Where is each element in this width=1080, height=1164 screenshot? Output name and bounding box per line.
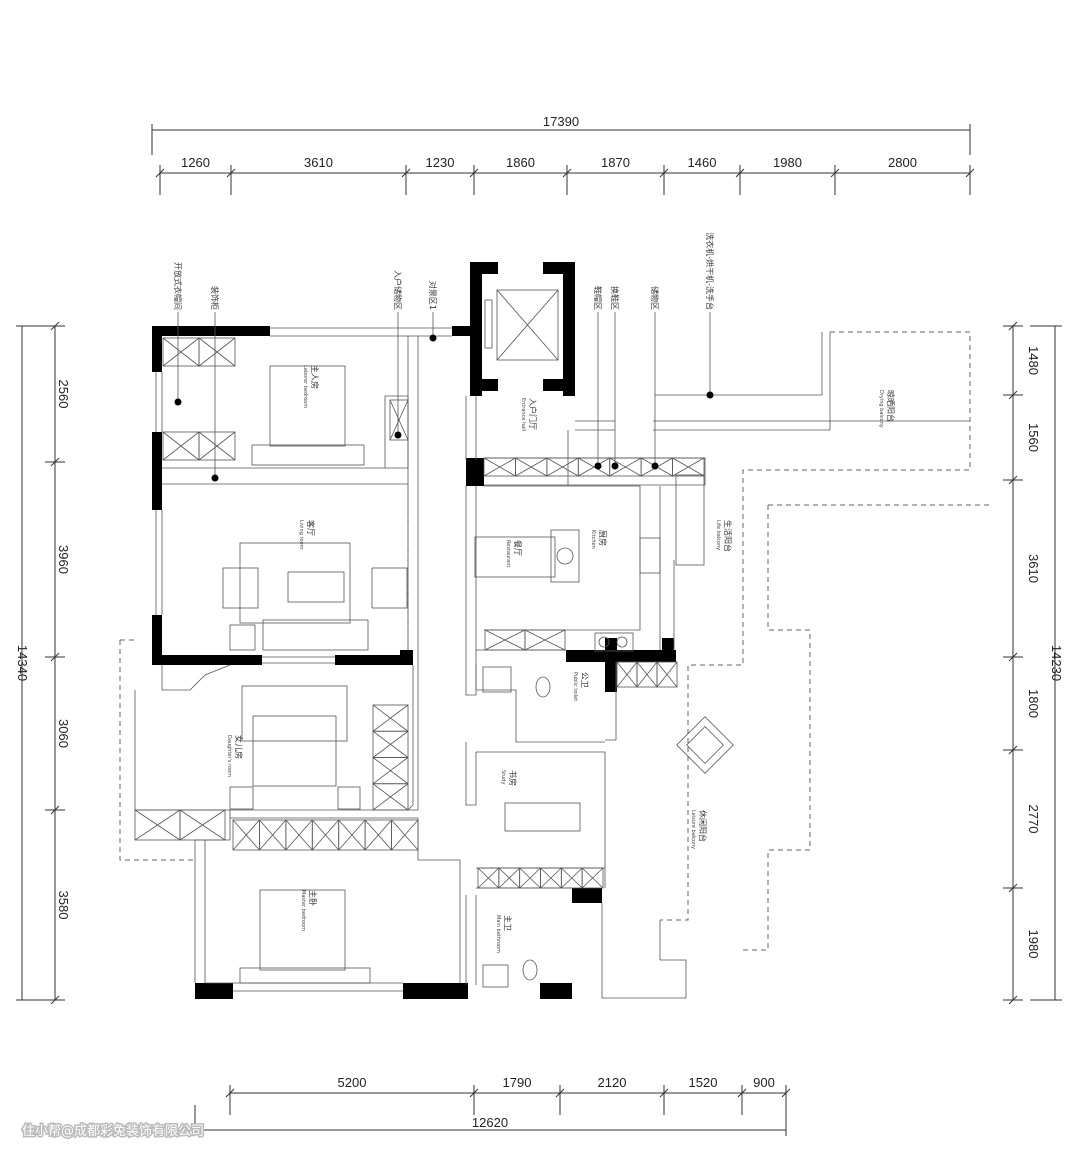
living-rug [239,542,351,624]
room-label-cn-6: 入户门厅 [528,398,538,430]
room-label-en-1: Living room [298,520,304,550]
dim-top-6: 1980 [773,155,802,170]
balcony-outlines [119,331,990,951]
dim-left-3: 3580 [56,891,71,920]
room-label-en-11: Master bedroom [300,890,306,931]
room-label-en-9: Leisure balcony [690,810,696,849]
dim-right-4: 2770 [1026,805,1041,834]
master-bed-2 [259,889,346,971]
room-label-en-12: Main bathroom [495,915,501,953]
callout-label-0: 开放式衣帽间 [173,262,183,310]
dim-top-7: 2800 [888,155,917,170]
dim-bottom-3: 1520 [689,1075,718,1090]
room-label-en-10: Daughter's room [226,735,232,777]
callout-label-1: 装饰柜 [210,286,220,310]
dim-bottom-0: 5200 [338,1075,367,1090]
dim-left-total: 14340 [15,645,30,681]
dimension-left: 14340 2560 3960 3060 3580 [15,321,71,1005]
mahjong-table [676,716,734,774]
room-label-cn-3: 厨房 [598,530,608,546]
callout-label-4: 鞋帽区 [593,286,603,310]
dimension-right: 14230 1480 1560 3610 1800 2770 1980 [1003,321,1064,1005]
dim-top-0: 1260 [181,155,210,170]
closets [134,337,705,889]
dim-top-4: 1870 [601,155,630,170]
dim-bottom-1: 1790 [503,1075,532,1090]
room-label-cn-12: 主卫 [503,915,513,931]
callout-label-5: 换鞋区 [610,286,620,310]
dim-top-total: 17390 [543,114,579,129]
dim-left-1: 3960 [56,545,71,574]
dim-right-total: 14230 [1049,645,1064,681]
dim-left-0: 2560 [56,380,71,409]
sofa [262,619,369,651]
toilet-public [535,676,551,698]
callouts: 开放式衣帽间装饰柜 入户储物区 对景区1 鞋帽区换鞋区 储物区 洗衣机-烘干机-洗手台 [173,232,715,482]
washer-dryer [675,474,705,566]
dining-table [474,536,556,578]
room-label-cn-7: 公卫 [580,672,589,688]
daughter-bed [252,715,337,787]
dim-bottom-4: 900 [753,1075,775,1090]
dimension-bottom: 5200 1790 2120 1520 900 12620 [194,1075,791,1136]
walls [152,262,676,999]
room-label-en-5: Drying balcony [878,390,884,428]
room-label-en-0: Laborer bedroom [302,365,308,408]
room-label-cn-2: 餐厅 [513,540,522,556]
callout-label-3: 对景区1 [428,281,438,310]
dimension-top: 17390 1260 3610 1230 1860 1870 1460 1980 2800 [151,114,975,195]
callout-label-2: 入户储物区 [393,270,403,310]
dim-right-5: 1980 [1026,930,1041,959]
callout-label-6: 储物区 [650,286,660,310]
dim-top-3: 1860 [506,155,535,170]
dim-right-3: 1800 [1026,689,1041,718]
toilet-main [522,959,538,981]
stove [594,632,634,652]
room-label-en-4: Life balcony [715,520,721,550]
room-label-cn-5: 晾晒阳台 [886,390,896,422]
room-label-en-7: Public toilet [572,672,578,701]
callout-label-7: 洗衣机-烘干机-洗手台 [705,232,715,310]
watermark: 住小帮@成都彩兔装饰有限公司 [22,1124,204,1139]
furniture [222,365,734,988]
room-label-cn-1: 客厅 [306,520,316,536]
daughter-rug [241,685,348,742]
dim-right-0: 1480 [1026,346,1041,375]
dim-top-2: 1230 [426,155,455,170]
dim-top-5: 1460 [688,155,717,170]
room-label-en-6: Entrance hall [520,398,526,431]
study-desk [504,802,581,832]
master-bed [269,365,346,447]
room-label-cn-8: 书房 [508,770,518,786]
room-label-en-2: Restaurant [505,540,511,567]
room-label-en-3: Kitchen [590,530,596,549]
room-label-en-8: Study [500,770,506,784]
dim-bottom-total: 12620 [472,1115,508,1130]
room-label-cn-0: 主人房 [310,365,320,389]
dim-top-1: 3610 [304,155,333,170]
dim-left-2: 3060 [56,719,71,748]
room-label-cn-11: 主卧 [308,890,318,906]
elevator-shaft [484,289,559,361]
dim-right-2: 3610 [1026,554,1041,583]
room-label-cn-9: 休闲阳台 [698,810,708,842]
room-label-cn-4: 生活阳台 [723,520,733,552]
room-label-cn-10: 女儿房 [234,735,244,759]
dim-bottom-2: 2120 [598,1075,627,1090]
dim-right-1: 1560 [1026,423,1041,452]
